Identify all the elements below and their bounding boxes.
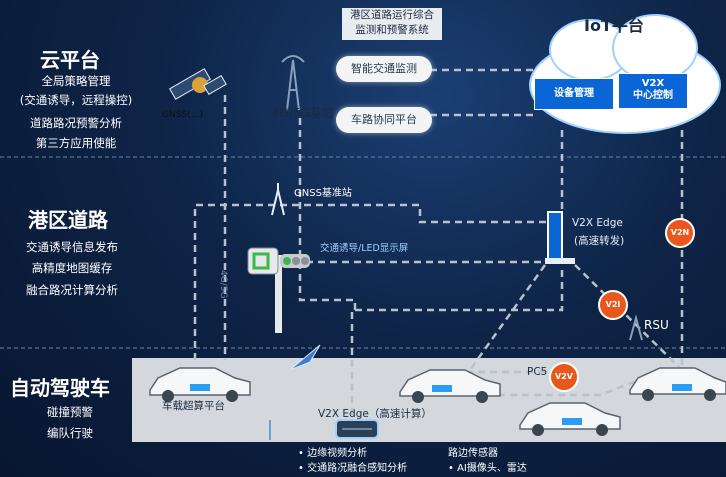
edge-bullet-1-text: 边缘视频分析: [307, 448, 368, 459]
monitor-system-box: 港区道路运行综合 监测和预警系统: [342, 8, 442, 40]
v2v-badge: V2V: [549, 362, 579, 392]
v2r-platform-bubble: 车路协同平台: [336, 107, 432, 133]
traffic-light-icon: [247, 247, 310, 333]
link-tower-down: [298, 118, 357, 315]
gnss-label: GNSS(…): [162, 110, 204, 120]
satellite-icon: [168, 68, 227, 100]
car-lower: [519, 402, 621, 430]
tower-label: 4G/5G基站: [272, 106, 334, 120]
car-lower-battery: [562, 418, 582, 425]
port-item-3: 融合路况计算分析: [26, 283, 118, 297]
gnss-base-label: GNSS基准站: [294, 188, 352, 199]
display-label: 交通诱导/LED显示屏: [320, 243, 409, 254]
port-item-1: 交通诱导信息发布: [26, 240, 118, 254]
edge-compute-device: [335, 419, 379, 439]
v2x-central-control-chip: V2X 中心控制: [618, 73, 688, 109]
gnss-base-icon: [271, 183, 285, 216]
v2x-chip-line2: 中心控制: [633, 90, 673, 101]
sensor-bullet-1-text: AI摄像头、雷达: [457, 463, 527, 474]
edge-forward-device: [545, 211, 575, 264]
rsu-label: RSU: [644, 318, 669, 332]
device-management-chip: 设备管理: [534, 78, 614, 110]
edge-calc-label: V2X Edge（高速计算）: [318, 408, 432, 420]
iot-title: IoT平台: [584, 16, 644, 35]
car-left: [149, 367, 251, 396]
v2n-badge: V2N: [665, 218, 695, 248]
v2x-chip-line1: V2X: [641, 78, 665, 89]
v2i-badge: V2I: [598, 290, 628, 320]
sensor-bullet-1: • AI摄像头、雷达: [448, 463, 527, 474]
edge-bullet-1: • 边缘视频分析: [298, 448, 368, 459]
monitor-system-line1: 港区道路运行综合: [350, 9, 434, 21]
drone-icon: [269, 344, 321, 440]
car-right: [629, 367, 726, 395]
monitor-system-line2: 监测和预警系统: [355, 24, 429, 36]
car-middle: [399, 369, 501, 397]
pc5-label: PC5: [527, 366, 548, 378]
vehicle-item-1: 碰撞预警: [47, 405, 93, 419]
cloud-item-3: 道路路况预警分析: [30, 116, 122, 130]
car-right-battery: [672, 384, 692, 391]
link-rsu-car: [574, 264, 681, 369]
side-vertical-label: 4G/5G: [218, 270, 228, 299]
sensor-title: 路边传感器: [448, 448, 498, 459]
car-middle-battery: [432, 385, 452, 392]
edge-bullet-2-text: 交通路况融合感知分析: [307, 463, 408, 474]
port-title: 港区道路: [28, 208, 108, 232]
traffic-monitor-bubble: 智能交通监测: [336, 56, 432, 82]
cloud-item-2: (交通诱导，远程操控): [19, 93, 133, 107]
edge-bullet-2: • 交通路况融合感知分析: [298, 463, 408, 474]
port-item-2: 高精度地图缓存: [31, 261, 113, 275]
link-edge-car: [468, 264, 547, 371]
vehicle-item-2: 编队行驶: [47, 426, 93, 440]
edge-forward-label-2: (高速转发): [574, 235, 625, 247]
vehicle-title: 自动驾驶车: [10, 376, 110, 400]
rsu-antenna-icon: [629, 314, 643, 341]
cloud-title: 云平台: [40, 48, 100, 72]
cloud-item-1: 全局策略管理: [41, 74, 111, 88]
edge-forward-label-1: V2X Edge: [572, 217, 623, 229]
cloud-item-4: 第三方应用使能: [35, 136, 117, 150]
car-computer-label: 车载超算平台: [162, 400, 225, 412]
car-left-battery: [190, 384, 210, 391]
cell-tower-icon: [281, 55, 305, 111]
link-edge-calc: [350, 270, 564, 420]
